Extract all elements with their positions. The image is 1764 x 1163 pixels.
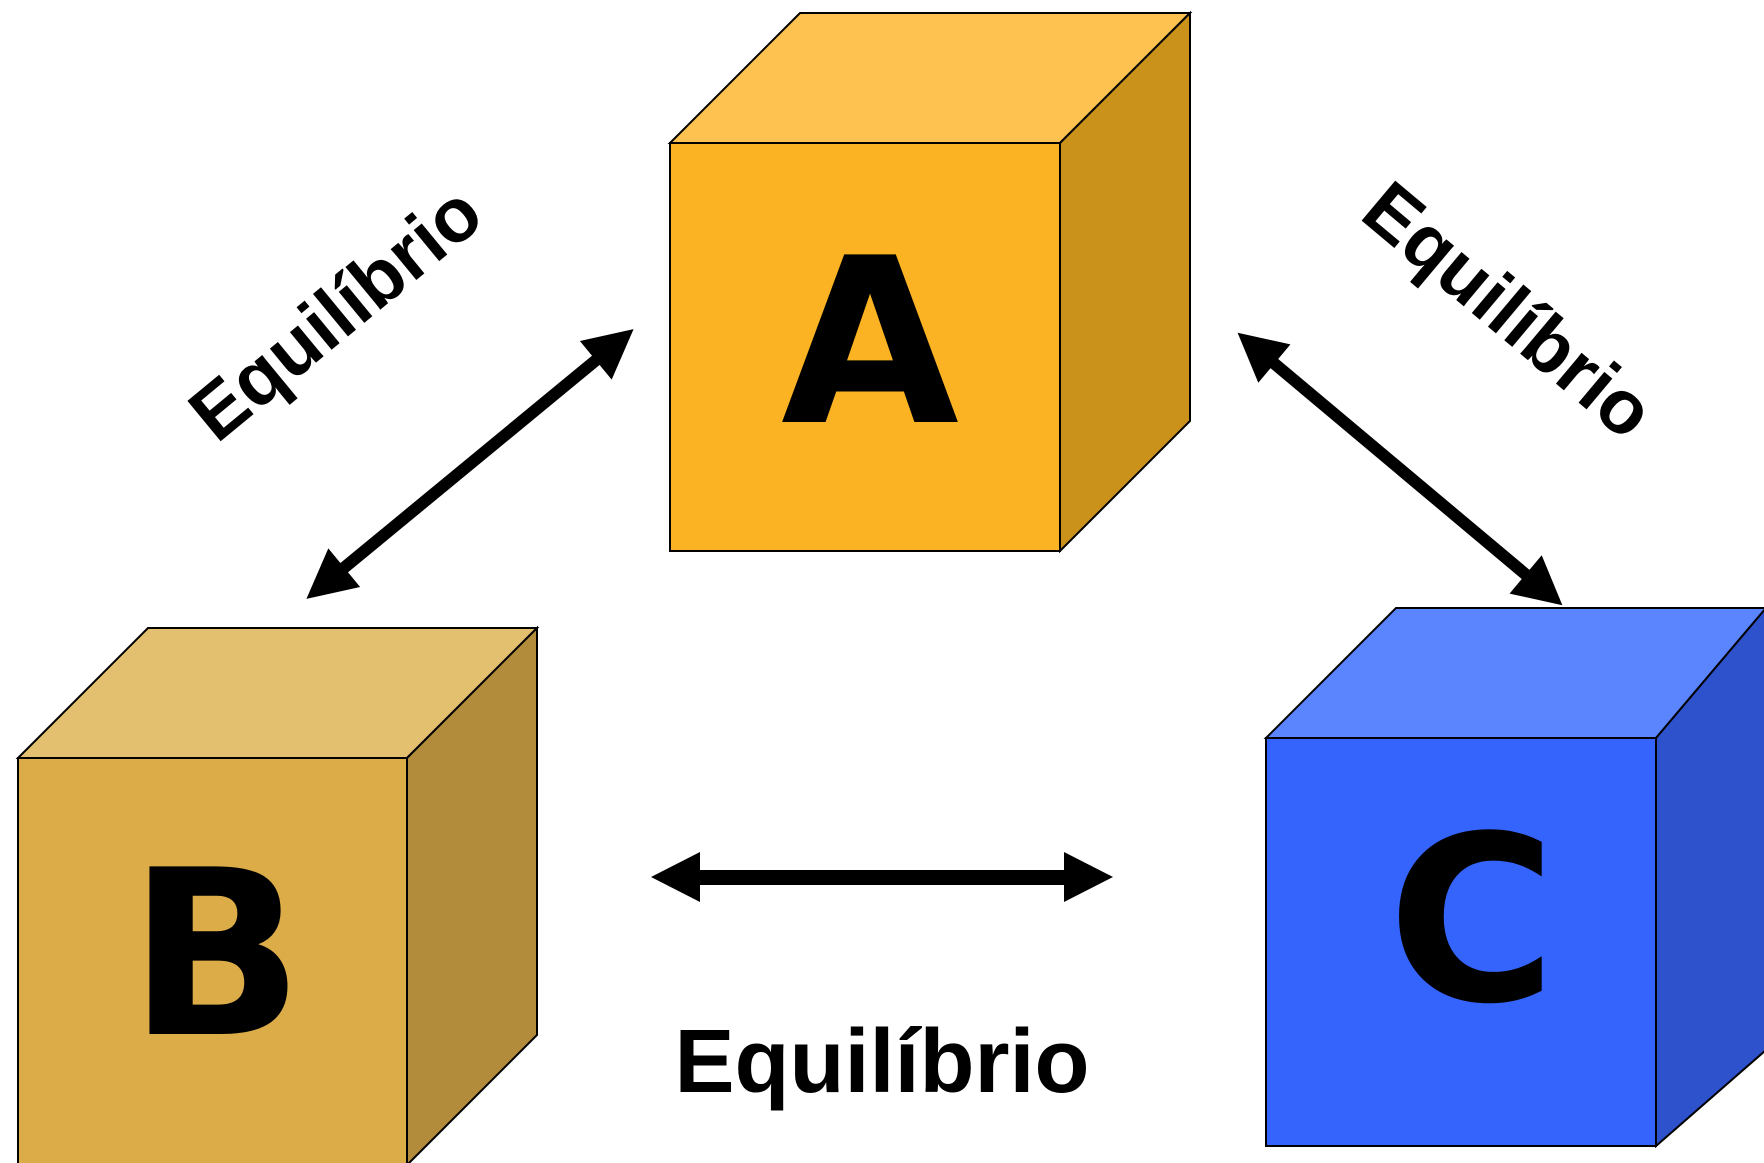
arrow-b-c-head-end xyxy=(1064,852,1113,902)
cube-b: B xyxy=(15,625,540,1163)
arrow-a-b-shaft xyxy=(331,348,609,580)
arrow-a-c-head-start xyxy=(1237,332,1291,383)
arrow-a-b-head-end xyxy=(579,329,634,380)
cube-a-front xyxy=(669,142,1061,552)
label-a-b: Equilíbrio xyxy=(174,169,498,457)
label-b-c: Equilíbrio xyxy=(675,1012,1090,1112)
cube-c-front xyxy=(1265,737,1657,1147)
cube-b-letter: B xyxy=(128,822,303,1089)
arrow-a-b xyxy=(306,329,634,599)
cube-b-front xyxy=(17,757,408,1163)
arrow-b-c-head-start xyxy=(651,852,700,902)
arrow-a-b-head-start xyxy=(306,548,361,599)
label-a-c: Equilíbrio xyxy=(1347,165,1670,455)
arrow-a-c xyxy=(1237,332,1563,606)
cube-c-letter: C xyxy=(1388,788,1557,1055)
cube-a-letter: A xyxy=(781,210,959,477)
arrow-b-c xyxy=(651,852,1113,902)
cube-c: C xyxy=(1263,607,1764,1149)
arrow-a-c-head-end xyxy=(1509,555,1563,606)
arrow-b-c-shaft xyxy=(690,870,1070,885)
cube-a: A xyxy=(667,10,1193,554)
arrow-a-c-shaft xyxy=(1259,349,1541,589)
